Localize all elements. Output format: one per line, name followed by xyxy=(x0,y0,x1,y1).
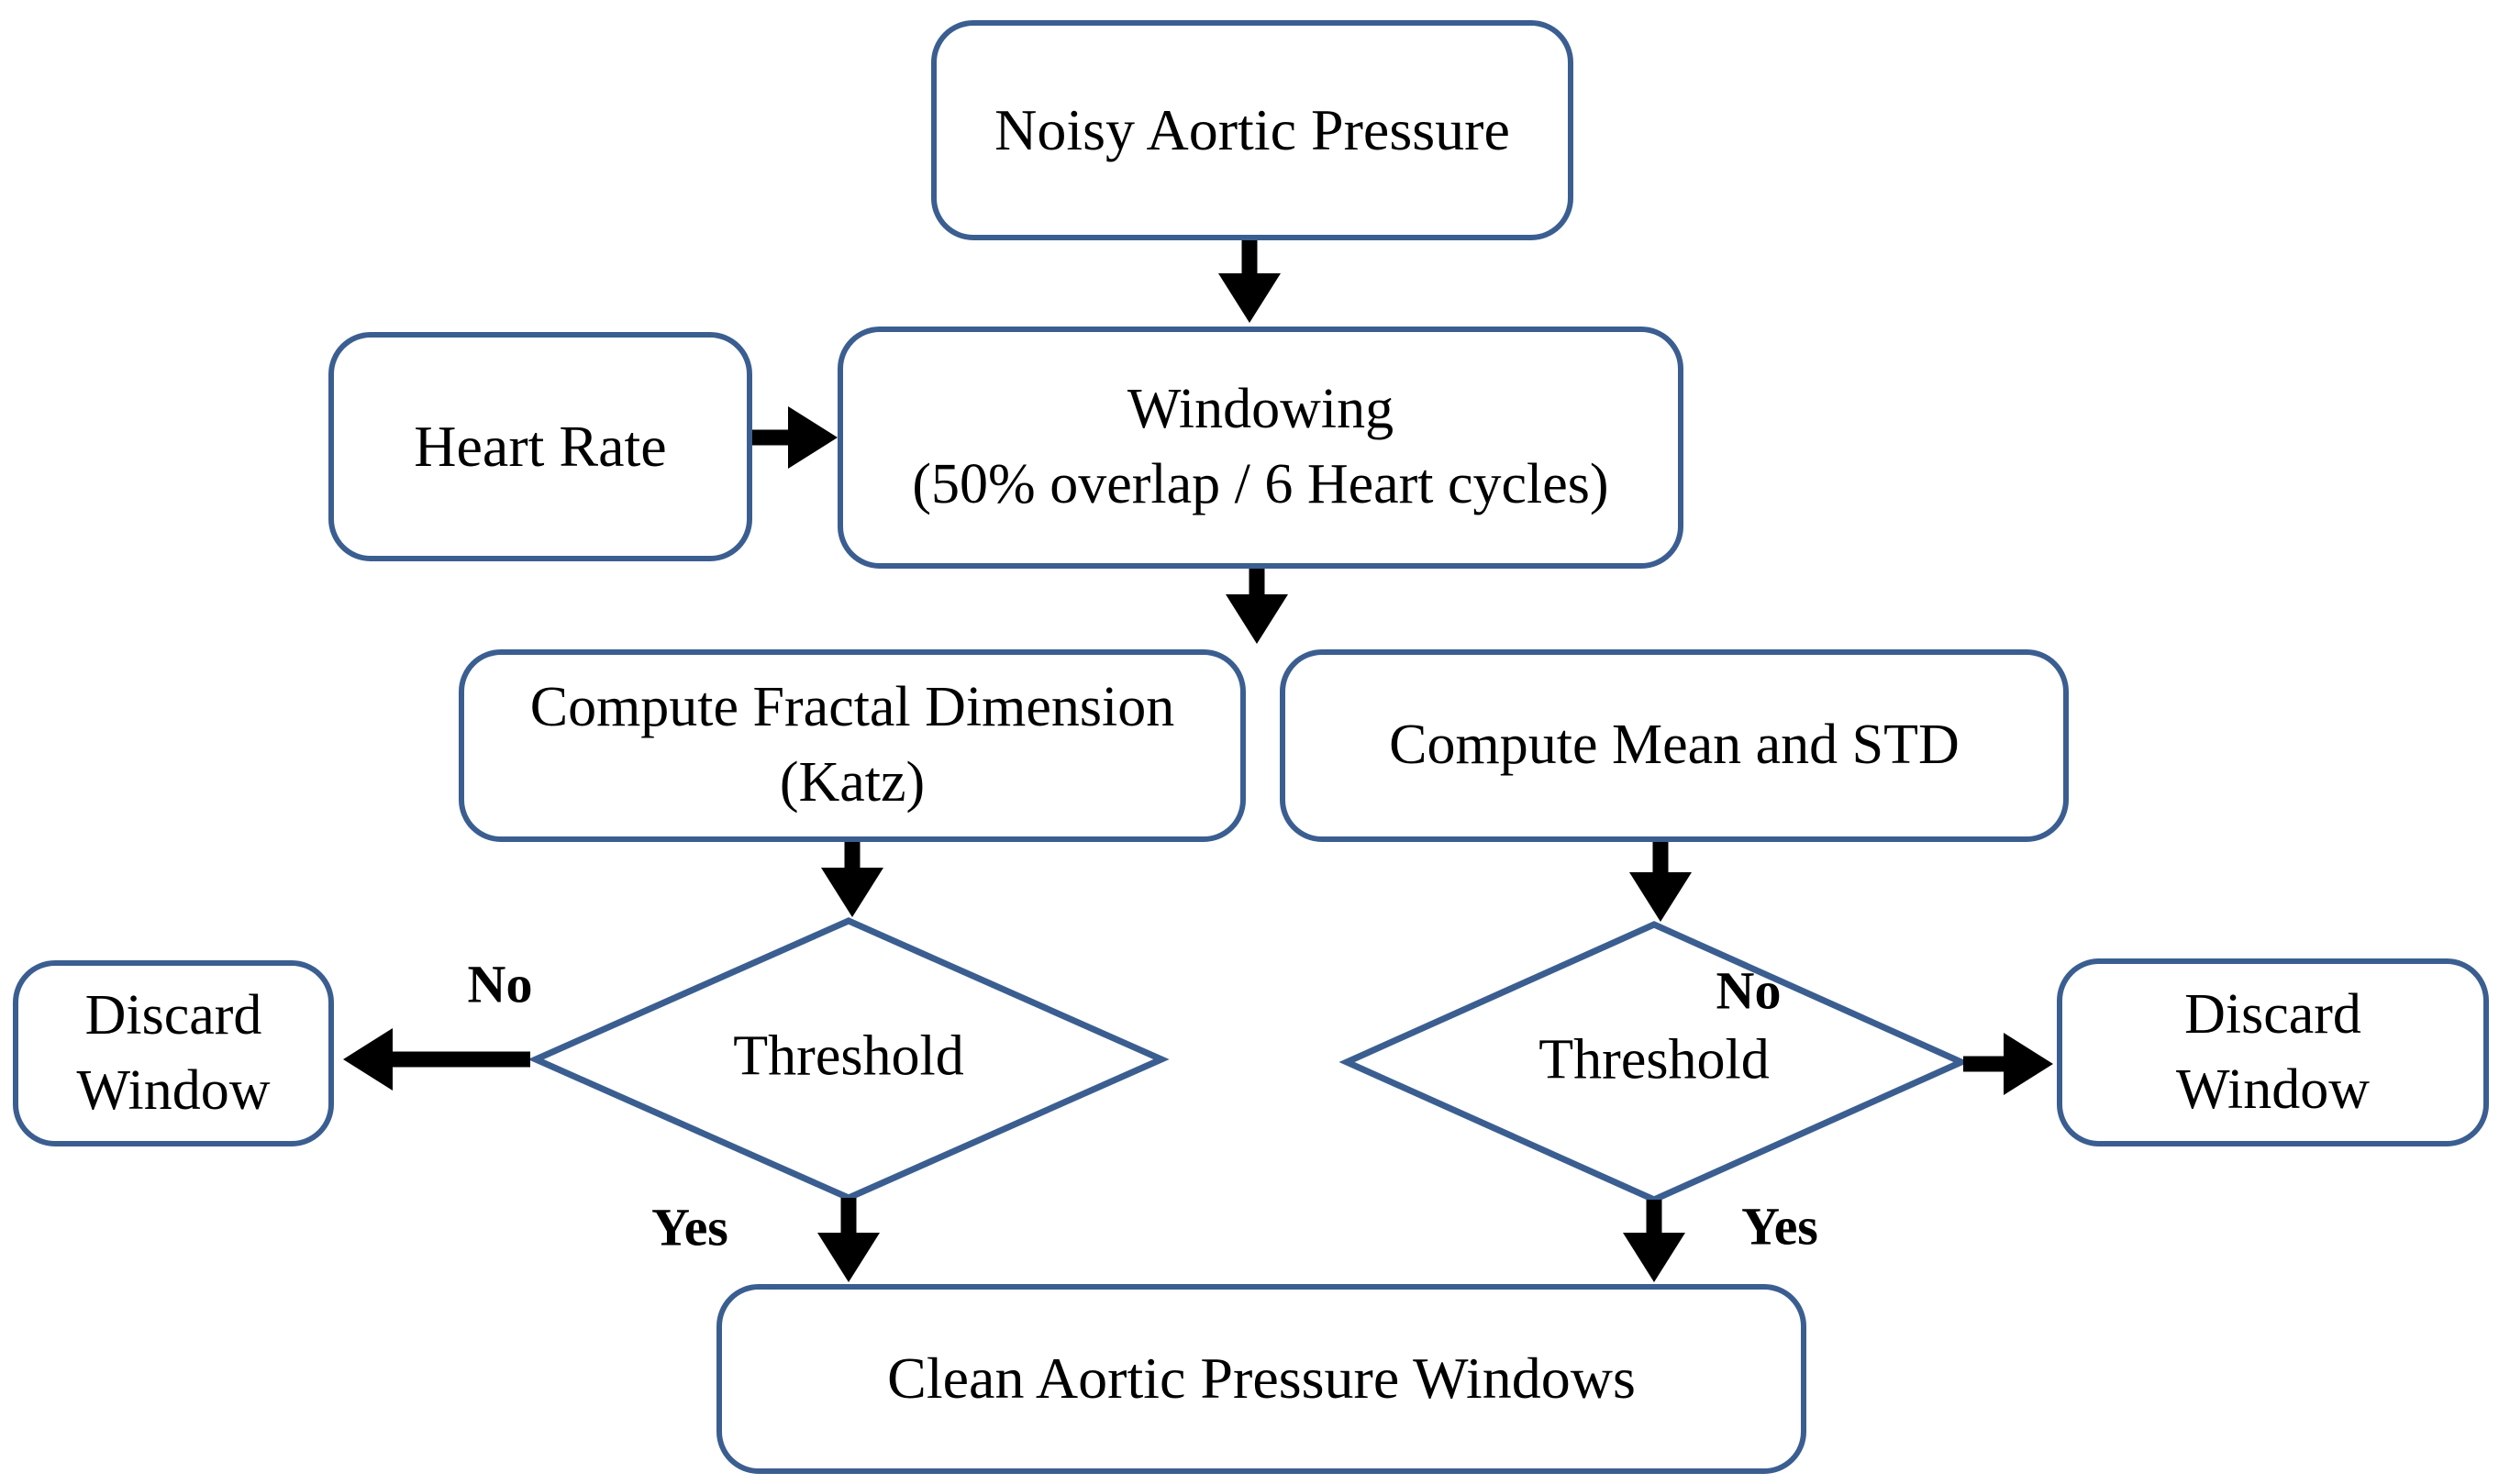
arrow-threshold-left-to-discard-left xyxy=(343,1028,530,1091)
arrow-threshold-left-to-clean xyxy=(817,1198,880,1282)
arrow-computefd-to-threshold-left xyxy=(821,839,883,917)
arrow-windowing-to-compute xyxy=(1226,569,1288,644)
edge-label-yes-left: Yes xyxy=(651,1197,728,1257)
node-label: Noisy Aortic Pressure xyxy=(994,96,1510,162)
node-label-line1: Discard xyxy=(84,983,262,1047)
arrow-threshold-right-to-discard-right xyxy=(1963,1033,2053,1095)
edge-label-no-left: No xyxy=(467,954,533,1014)
threshold-left-label: Threshold xyxy=(733,1024,964,1088)
node-discard-window-right: Discard Window xyxy=(2057,958,2489,1146)
node-label-line2: (50% overlap / 6 Heart cycles) xyxy=(912,453,1609,515)
node-label-line2: (Katz) xyxy=(779,751,926,814)
arrow-noisy-to-windowing xyxy=(1218,240,1281,323)
node-label-line1: Windowing xyxy=(1127,378,1394,441)
node-heart-rate: Heart Rate xyxy=(328,332,752,561)
arrow-threshold-right-to-clean xyxy=(1623,1200,1685,1282)
node-discard-window-left: Discard Window xyxy=(13,960,334,1146)
node-compute-fractal-dimension: Compute Fractal Dimension (Katz) xyxy=(459,649,1246,842)
node-clean-aortic-pressure-windows: Clean Aortic Pressure Windows xyxy=(716,1284,1806,1474)
edge-label-no-right: No xyxy=(1716,960,1782,1021)
node-label-line1: Compute Fractal Dimension xyxy=(529,676,1175,739)
node-label: Heart Rate xyxy=(414,413,667,479)
arrow-computemean-to-threshold-right xyxy=(1629,839,1692,922)
node-label-line2: Window xyxy=(76,1058,271,1122)
node-windowing: Windowing (50% overlap / 6 Heart cycles) xyxy=(838,327,1683,569)
threshold-right-label: Threshold xyxy=(1538,1028,1770,1091)
arrow-heartrate-to-windowing xyxy=(750,406,838,469)
node-compute-mean-and-std: Compute Mean and STD xyxy=(1280,649,2069,842)
node-label: Clean Aortic Pressure Windows xyxy=(887,1346,1636,1412)
node-label-line1: Discard xyxy=(2184,982,2361,1046)
node-noisy-aortic-pressure: Noisy Aortic Pressure xyxy=(931,20,1573,240)
node-label-line2: Window xyxy=(2175,1058,2371,1121)
node-label: Compute Mean and STD xyxy=(1389,714,1960,777)
edge-label-yes-right: Yes xyxy=(1741,1196,1818,1257)
